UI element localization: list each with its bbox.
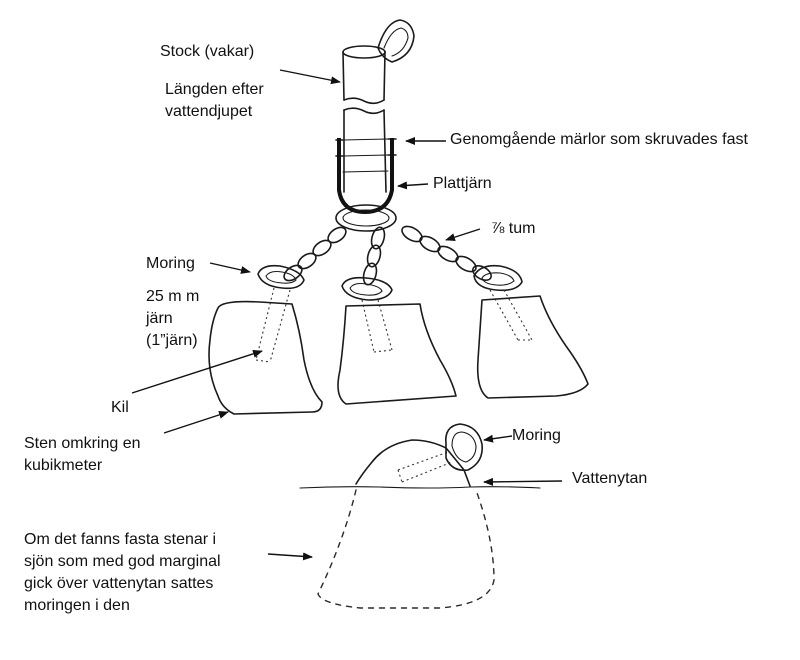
label-iron-size-line1: 25 m m — [146, 288, 200, 305]
mooring-middle — [341, 276, 393, 353]
log-left-edge-upper — [342, 51, 345, 101]
arrow-flat-iron — [397, 181, 429, 190]
arrow-chain-size — [445, 228, 481, 242]
label-mooring-top: Moring — [146, 255, 195, 272]
label-iron-size: 25 m m järn (1”järn) — [146, 286, 199, 352]
label-stone-line1: Sten omkring en — [24, 435, 141, 452]
water-surface-line — [299, 486, 541, 489]
label-log-length: Längden efter vattendjupet — [165, 79, 264, 123]
label-log-length-line2: vattendjupet — [165, 103, 253, 120]
label-wedge: Kil — [111, 399, 129, 416]
label-flat-iron: Plattjärn — [433, 175, 492, 192]
arrow-wedge — [131, 349, 263, 394]
fixed-stone-eye — [444, 423, 484, 472]
log-band-3 — [342, 170, 389, 173]
arrow-mooring-bottom — [483, 434, 513, 443]
mooring-left — [255, 264, 305, 363]
stone-right — [476, 295, 589, 399]
stone-left — [208, 300, 323, 415]
log-stock — [335, 19, 415, 214]
log-band-1 — [342, 138, 389, 141]
label-stone-line2: kubikmeter — [24, 457, 103, 474]
chain-middle — [362, 226, 386, 286]
label-note-line2: sjön som med god marginal — [24, 553, 221, 570]
arrow-note — [267, 552, 313, 561]
flat-iron-strap — [337, 138, 394, 214]
top-eye-ring — [377, 19, 415, 63]
log-break-lower — [343, 107, 385, 115]
label-note-line4: moringen i den — [24, 597, 130, 614]
arrow-stock — [279, 69, 341, 85]
arrow-water-surface — [483, 477, 563, 486]
label-mooring-bottom: Moring — [512, 427, 561, 444]
fixed-stone — [317, 423, 495, 609]
fixed-stone-below-water — [317, 489, 495, 609]
stone-middle — [337, 303, 457, 405]
label-log-length-line1: Längden efter — [165, 81, 264, 98]
fixed-stone-above-water — [355, 439, 471, 487]
log-break-upper — [343, 97, 385, 105]
label-note-line1: Om det fanns fasta stenar i — [24, 531, 217, 548]
central-ring — [335, 204, 397, 232]
label-stone: Sten omkring en kubikmeter — [24, 433, 141, 477]
label-iron-size-line3: (1”järn) — [146, 332, 198, 349]
log-band-2 — [342, 154, 389, 157]
log-right-edge-upper — [383, 51, 386, 101]
arrow-stone — [163, 411, 229, 434]
label-chain-size: ⅞ tum — [491, 220, 536, 237]
mooring-right — [473, 264, 533, 341]
label-iron-size-line2: järn — [146, 310, 173, 327]
log-right-edge-lower — [383, 109, 387, 193]
label-water-surface: Vattenytan — [572, 470, 648, 487]
chain-right — [401, 225, 492, 282]
label-fixed-stone-note: Om det fanns fasta stenar i sjön som med… — [24, 529, 221, 617]
central-ring-inner — [342, 209, 390, 227]
label-stock: Stock (vakar) — [160, 43, 255, 60]
label-note-line3: gick över vattenytan sattes — [24, 575, 214, 592]
arrow-mooring-top — [209, 262, 251, 274]
top-eye-ring-inner — [383, 27, 409, 57]
label-staples: Genomgående märlor som skruvades fast — [450, 131, 748, 148]
